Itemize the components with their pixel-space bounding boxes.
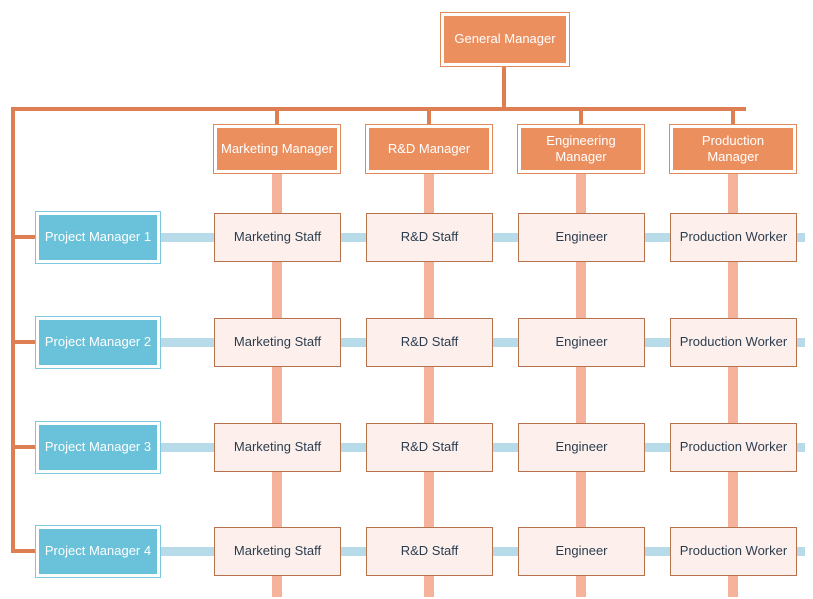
node-general-manager-fill: General Manager (444, 16, 566, 63)
node-staff-production-r1-label: Production Worker (679, 229, 788, 245)
node-staff-production-r2[interactable]: Production Worker (670, 318, 797, 367)
node-project-manager-2-label: Project Manager 2 (44, 334, 152, 350)
node-staff-marketing-r4[interactable]: Marketing Staff (214, 527, 341, 576)
node-staff-marketing-r1-label: Marketing Staff (233, 229, 322, 245)
node-project-manager-4[interactable]: Project Manager 4 (35, 525, 161, 578)
node-staff-engineer-r1-label: Engineer (555, 229, 608, 245)
node-marketing-manager-fill: Marketing Manager (217, 128, 337, 170)
node-general-manager-label: General Manager (454, 31, 556, 47)
node-staff-production-r2-label: Production Worker (679, 334, 788, 350)
connector-trunk-to-project-manager-4 (11, 549, 37, 553)
node-staff-marketing-r3[interactable]: Marketing Staff (214, 423, 341, 472)
node-staff-marketing-r2-label: Marketing Staff (233, 334, 322, 350)
connector-trunk-to-production-manager (731, 107, 735, 125)
connector-horizontal-trunk (11, 107, 746, 111)
node-staff-rnd-r2-label: R&D Staff (400, 334, 459, 350)
node-marketing-manager[interactable]: Marketing Manager (213, 124, 341, 174)
functional-line-production (728, 173, 738, 597)
connector-trunk-to-project-manager-3 (11, 445, 37, 449)
node-production-manager-label: Production Manager (702, 133, 764, 166)
node-staff-marketing-r4-label: Marketing Staff (233, 543, 322, 559)
functional-line-marketing (272, 173, 282, 597)
node-project-manager-2-fill: Project Manager 2 (39, 320, 157, 365)
node-engineering-manager-label-line1: Engineering (546, 132, 616, 148)
node-staff-production-r3-label: Production Worker (679, 439, 788, 455)
connector-trunk-to-project-manager-1 (11, 235, 37, 239)
node-project-manager-1-label: Project Manager 1 (44, 229, 152, 245)
node-rnd-manager-fill: R&D Manager (369, 128, 489, 170)
node-staff-rnd-r3[interactable]: R&D Staff (366, 423, 493, 472)
node-staff-production-r4[interactable]: Production Worker (670, 527, 797, 576)
node-production-manager[interactable]: Production Manager (669, 124, 797, 174)
node-project-manager-1[interactable]: Project Manager 1 (35, 211, 161, 264)
node-staff-rnd-r1[interactable]: R&D Staff (366, 213, 493, 262)
node-staff-rnd-r3-label: R&D Staff (400, 439, 459, 455)
node-production-manager-fill: Production Manager (673, 128, 793, 170)
node-staff-rnd-r4-label: R&D Staff (400, 543, 459, 559)
connector-gm-to-trunk (502, 67, 506, 111)
connector-trunk-to-marketing-manager (275, 107, 279, 125)
node-staff-engineer-r3[interactable]: Engineer (518, 423, 645, 472)
connector-left-vertical-trunk (11, 107, 15, 552)
node-staff-engineer-r3-label: Engineer (555, 439, 608, 455)
connector-trunk-to-engineering-manager (579, 107, 583, 125)
node-project-manager-3-fill: Project Manager 3 (39, 425, 157, 470)
node-project-manager-4-fill: Project Manager 4 (39, 529, 157, 574)
node-marketing-manager-label: Marketing Manager (221, 140, 333, 156)
node-staff-rnd-r4[interactable]: R&D Staff (366, 527, 493, 576)
node-general-manager[interactable]: General Manager (440, 12, 570, 67)
node-project-manager-4-label: Project Manager 4 (44, 543, 152, 559)
connector-trunk-to-project-manager-2 (11, 340, 37, 344)
node-staff-engineer-r1[interactable]: Engineer (518, 213, 645, 262)
node-project-manager-2[interactable]: Project Manager 2 (35, 316, 161, 369)
node-staff-rnd-r1-label: R&D Staff (400, 229, 459, 245)
node-staff-marketing-r2[interactable]: Marketing Staff (214, 318, 341, 367)
node-rnd-manager[interactable]: R&D Manager (365, 124, 493, 174)
node-staff-engineer-r4-label: Engineer (555, 543, 608, 559)
node-staff-engineer-r2-label: Engineer (555, 334, 608, 350)
node-staff-engineer-r2[interactable]: Engineer (518, 318, 645, 367)
node-engineering-manager-fill: Engineering Manager (521, 128, 641, 170)
node-staff-production-r3[interactable]: Production Worker (670, 423, 797, 472)
node-staff-rnd-r2[interactable]: R&D Staff (366, 318, 493, 367)
node-staff-engineer-r4[interactable]: Engineer (518, 527, 645, 576)
node-project-manager-3-label: Project Manager 3 (44, 439, 152, 455)
node-production-manager-label-line2: Manager (707, 149, 759, 164)
node-project-manager-3[interactable]: Project Manager 3 (35, 421, 161, 474)
node-engineering-manager[interactable]: Engineering Manager (517, 124, 645, 174)
node-staff-production-r1[interactable]: Production Worker (670, 213, 797, 262)
connector-trunk-to-rnd-manager (427, 107, 431, 125)
node-rnd-manager-label: R&D Manager (387, 140, 471, 156)
node-project-manager-1-fill: Project Manager 1 (39, 215, 157, 260)
node-engineering-manager-label-line2: Manager (555, 149, 607, 164)
node-staff-marketing-r1[interactable]: Marketing Staff (214, 213, 341, 262)
node-staff-production-r4-label: Production Worker (679, 543, 788, 559)
functional-line-rnd (424, 173, 434, 597)
node-engineering-manager-label: Engineering Manager (546, 133, 615, 166)
node-staff-marketing-r3-label: Marketing Staff (233, 439, 322, 455)
functional-line-engineering (576, 173, 586, 597)
node-production-manager-label-line1: Production (701, 132, 765, 148)
